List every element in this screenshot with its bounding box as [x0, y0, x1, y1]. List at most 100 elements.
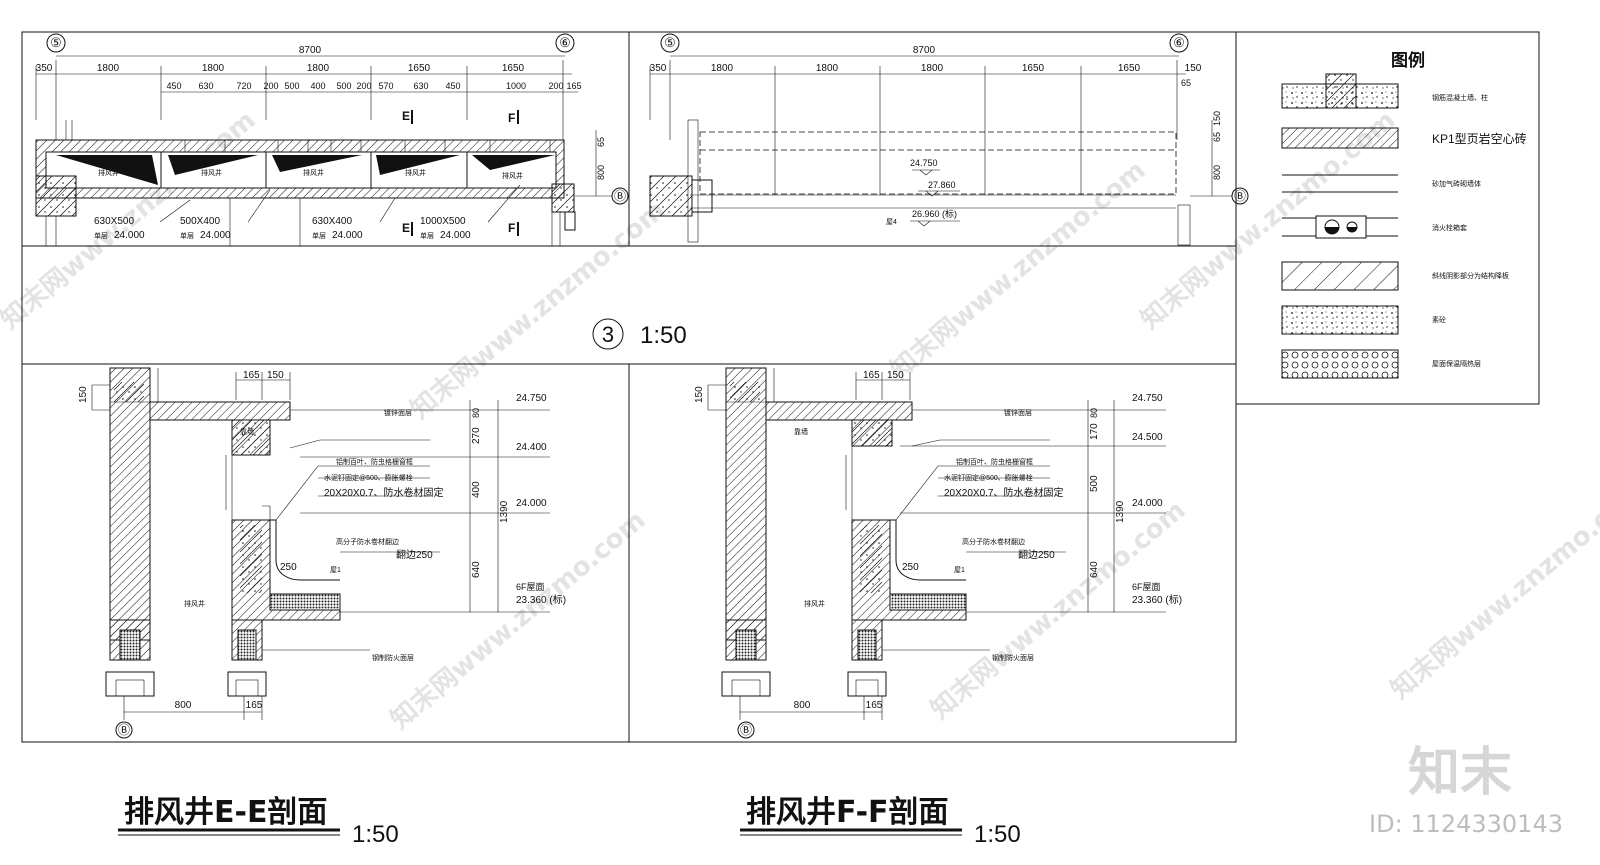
dimension-text: 720	[236, 81, 251, 91]
note-text: 靠墙	[240, 427, 254, 436]
level-text: 26.960 (标)	[912, 208, 957, 219]
watermark-text: 知末网www.znzmo.com	[385, 505, 651, 735]
dimension-text: 1800	[816, 63, 839, 74]
axis-label: Ⓑ	[1234, 189, 1246, 203]
section-mark: F	[508, 111, 515, 125]
note-text: 镀锌面层	[384, 408, 412, 417]
dimension-text: 170	[1089, 423, 1100, 440]
note-text: 水泥钉固定@500、膨胀螺栓	[324, 473, 413, 482]
legend-label: 斜线阴影部分为结构降板	[1432, 271, 1509, 280]
dimension-text: 350	[650, 63, 667, 74]
level-text: 24.750	[516, 393, 547, 404]
shaft-label: 排风井	[98, 168, 119, 177]
dimension-text: 150	[694, 386, 705, 403]
dimension-text: 165	[243, 370, 260, 381]
duct-size: 630X400	[312, 216, 352, 227]
shaft-label: 排风井	[201, 168, 222, 177]
dimension-text: 400	[310, 81, 325, 91]
note-text: 铝制百叶、防虫格栅窗框	[956, 457, 1033, 466]
duct-elev: 24.000	[440, 230, 471, 241]
room-label: 屋4	[886, 218, 897, 226]
brand-logo: 知末	[1408, 743, 1512, 803]
dimension-text: 1390	[1115, 500, 1126, 523]
dimension-text: 1650	[408, 63, 431, 74]
legend-label: 素砼	[1432, 315, 1446, 324]
dimension-text: 150	[1212, 111, 1222, 126]
shaft-label: 排风井	[405, 168, 426, 177]
level-text: 27.860	[928, 180, 956, 190]
duct-elev: 24.000	[200, 230, 231, 241]
dimension-text: 500	[284, 81, 299, 91]
axis-label: ⑥	[1173, 35, 1185, 50]
dimension-text: 200	[356, 81, 371, 91]
axis-label: Ⓑ	[614, 189, 626, 203]
section-mark: E	[402, 109, 410, 123]
level-text: 24.000	[1132, 498, 1163, 509]
dimension-text: 1800	[307, 63, 330, 74]
duct-size: 500X400	[180, 216, 220, 227]
section-e: 150 165 150 800 165 Ⓑ	[78, 367, 566, 739]
note-text: 20X20X0.7、防水卷材固定	[324, 486, 444, 499]
dimension-text: 65	[1181, 78, 1191, 88]
dimension-text: 400	[471, 481, 482, 498]
section-scale-e: 1:50	[352, 821, 399, 848]
plan-right: ⑤ ⑥ 8700 350 1800 1800 1800 1650 1650 15…	[649, 33, 1249, 246]
duct-size: 630X500	[94, 216, 134, 227]
legend: 图例 钢筋混凝土墙、柱 KP1型页岩空心砖 砂加气砖砌墙体 消火栓箱套 斜线阴影…	[1281, 50, 1527, 379]
dimension-text: 1650	[1022, 63, 1045, 74]
level-text: 6F屋面	[1132, 582, 1161, 592]
section-f: 150 165 150 800 165 Ⓑ 排风井	[694, 367, 1182, 739]
dimension-text: 250	[280, 562, 297, 573]
duct-unit: 单层	[312, 231, 326, 240]
duct-size: 1000X500	[420, 216, 466, 227]
legend-title: 图例	[1391, 50, 1425, 70]
shaft-label: 排风井	[502, 171, 523, 180]
dimension-text: 800	[794, 700, 811, 711]
dimension-text: 165	[866, 700, 883, 711]
dimension-text: 80	[1089, 408, 1099, 418]
note-text: 水泥钉固定@500、膨胀螺栓	[944, 473, 1033, 482]
brand-watermark: 知末 ID: 1124330143	[1369, 743, 1563, 838]
note-text: 高分子防水卷材翻边	[962, 537, 1025, 546]
dimension-text: 250	[902, 562, 919, 573]
note-text: 镀锌面层	[1004, 408, 1032, 417]
dimension-text: 165	[566, 81, 581, 91]
note-text: 钢制防火面层	[992, 653, 1034, 662]
axis-label: ⑤	[50, 35, 62, 50]
axis-label: ⑥	[559, 35, 571, 50]
dimension-text: 80	[471, 408, 481, 418]
dimension-text: 500	[336, 81, 351, 91]
dimension-text: 150	[887, 370, 904, 381]
watermark-text: 知末网www.znzmo.com	[885, 155, 1151, 385]
axis-label: Ⓑ	[118, 723, 130, 737]
scale-mark: 3 1:50	[592, 318, 687, 350]
level-text: 24.750	[910, 158, 938, 168]
brand-id: ID: 1124330143	[1369, 810, 1563, 838]
dimension-text: 200	[263, 81, 278, 91]
duct-elev: 24.000	[332, 230, 363, 241]
section-scale-f: 1:50	[974, 821, 1021, 848]
legend-label: 屋面保温隔热层	[1432, 359, 1481, 368]
dimension-text: 270	[471, 427, 482, 444]
note-text: 钢制防火面层	[372, 653, 414, 662]
note-text: 屋1	[330, 566, 341, 574]
level-text: 24.500	[1132, 432, 1163, 443]
shaft-label: 排风井	[184, 599, 205, 608]
dimension-text: 500	[1089, 475, 1100, 492]
axis-label: Ⓑ	[740, 723, 752, 737]
dimension-text: 630	[198, 81, 213, 91]
note-text: 屋1	[954, 566, 965, 574]
drawing-titles: 排风井E-E剖面 1:50 排风井F-F剖面 1:50	[118, 795, 1021, 848]
dimension-text: 350	[36, 63, 53, 74]
section-title-f: 排风井F-F剖面	[746, 795, 949, 830]
note-text: 20X20X0.7、防水卷材固定	[944, 486, 1064, 499]
dimension-text: 150	[78, 386, 89, 403]
dimension-text: 150	[1185, 63, 1202, 74]
level-text: 24.000	[516, 498, 547, 509]
dimension-text: 1800	[97, 63, 120, 74]
section-title-e: 排风井E-E剖面	[124, 795, 327, 830]
dimension-text: 1800	[711, 63, 734, 74]
dimension-text: 450	[445, 81, 460, 91]
dimension-text: 8700	[913, 45, 936, 56]
dimension-text: 65	[1212, 132, 1222, 142]
